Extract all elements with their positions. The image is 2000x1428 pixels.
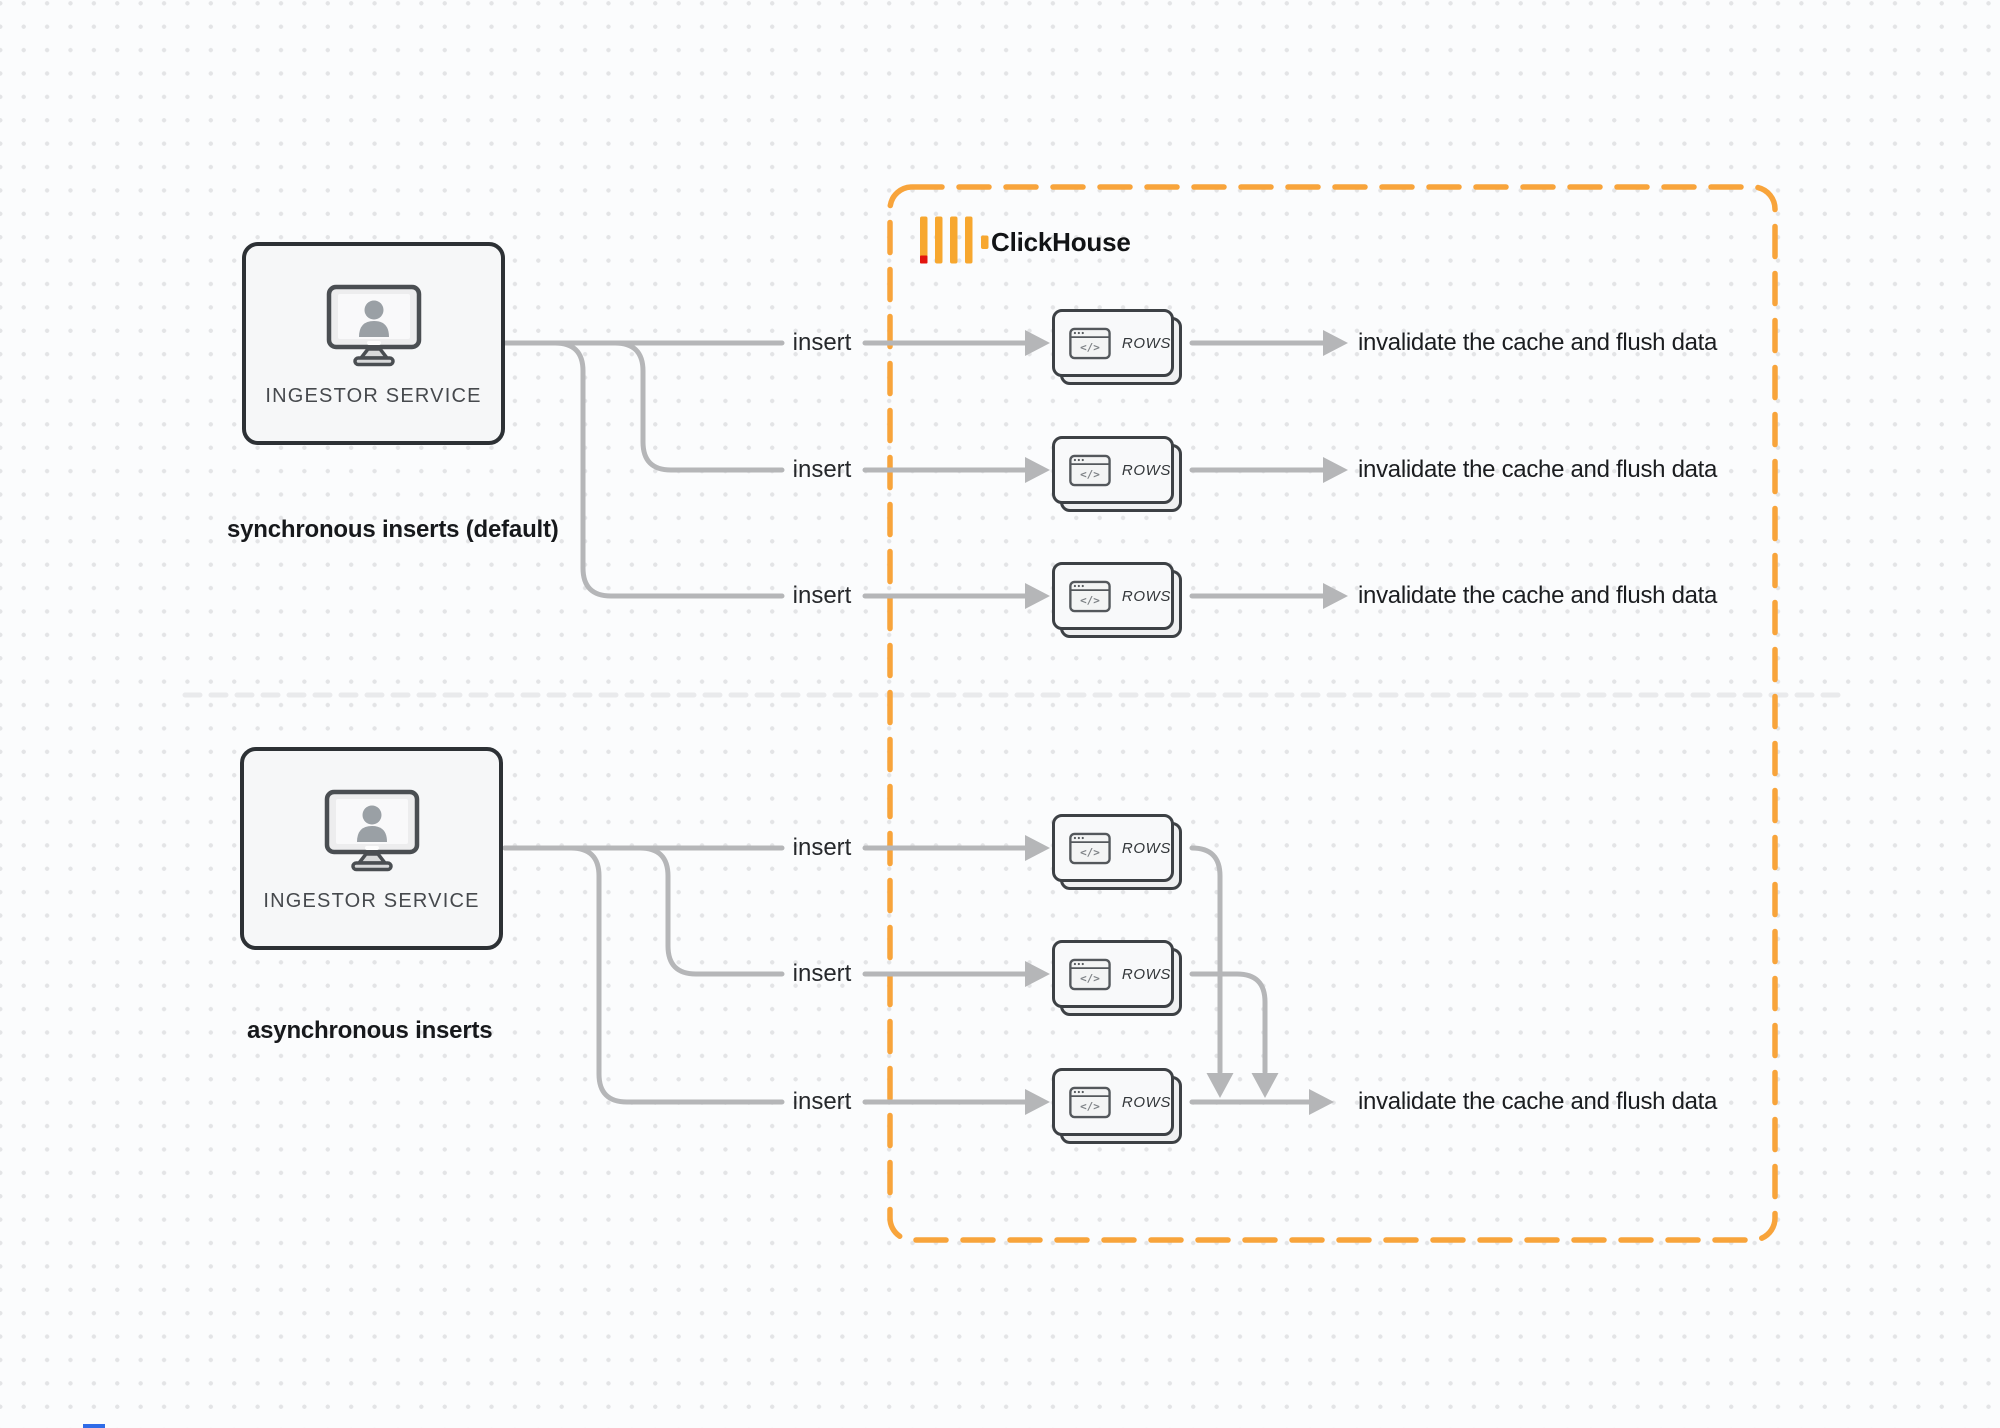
svg-text:</>: </> bbox=[1080, 341, 1100, 354]
clickhouse-bars-logo bbox=[920, 216, 990, 271]
insert-label: insert bbox=[792, 582, 852, 609]
rows-label: ROWS bbox=[1121, 1093, 1171, 1111]
arrowhead-sync-in2 bbox=[1025, 457, 1050, 483]
sync-wire-row3 bbox=[502, 340, 785, 599]
insert-label: insert bbox=[792, 1088, 852, 1115]
arrowhead-sync-out3 bbox=[1323, 583, 1348, 609]
code-window-icon: </> bbox=[1069, 1086, 1111, 1118]
bottom-edge-blue-fragment bbox=[83, 1424, 105, 1428]
rows-label: ROWS bbox=[1121, 587, 1171, 605]
rows-card: </> ROWS bbox=[1052, 436, 1182, 512]
card-front: </> ROWS bbox=[1052, 562, 1174, 630]
async-merge-wire2 bbox=[1189, 971, 1268, 1075]
code-window-icon: </> bbox=[1069, 454, 1111, 486]
arrowhead-async-in3 bbox=[1025, 1089, 1050, 1115]
async-wire-row2 bbox=[502, 845, 785, 977]
insert-label: insert bbox=[792, 456, 852, 483]
svg-text:</>: </> bbox=[1080, 468, 1100, 481]
code-window-icon: </> bbox=[1069, 958, 1111, 990]
async-section-label: asynchronous inserts bbox=[247, 1017, 493, 1044]
result-label: invalidate the cache and flush data bbox=[1358, 1088, 1718, 1115]
result-label: invalidate the cache and flush data bbox=[1358, 456, 1718, 483]
rows-label: ROWS bbox=[1121, 461, 1171, 479]
rows-card: </> ROWS bbox=[1052, 814, 1182, 890]
async-wire-row3 bbox=[502, 845, 785, 1105]
code-window-icon: </> bbox=[1069, 580, 1111, 612]
svg-text:</>: </> bbox=[1080, 1100, 1100, 1113]
sync-service-box: INGESTOR SERVICE bbox=[242, 242, 505, 445]
rows-card: </> ROWS bbox=[1052, 562, 1182, 638]
async-merge-wire1 bbox=[1189, 845, 1223, 1075]
sync-section-label: synchronous inserts (default) bbox=[227, 516, 559, 543]
card-front: </> ROWS bbox=[1052, 940, 1174, 1008]
result-label: invalidate the cache and flush data bbox=[1358, 582, 1718, 609]
rows-label: ROWS bbox=[1121, 839, 1171, 857]
card-front: </> ROWS bbox=[1052, 1068, 1174, 1136]
arrowhead-sync-in3 bbox=[1025, 583, 1050, 609]
arrowhead-async-out bbox=[1309, 1089, 1334, 1115]
arrowhead-async-in1 bbox=[1025, 835, 1050, 861]
async-service-box: INGESTOR SERVICE bbox=[240, 747, 503, 950]
insert-label: insert bbox=[792, 834, 852, 861]
arrowhead-async-merge1 bbox=[1206, 1073, 1234, 1098]
card-front: </> ROWS bbox=[1052, 814, 1174, 882]
svg-text:</>: </> bbox=[1080, 846, 1100, 859]
monitor-user-icon bbox=[324, 789, 419, 871]
clickhouse-boundary bbox=[887, 184, 1778, 1243]
rows-label: ROWS bbox=[1121, 334, 1171, 352]
code-window-icon: </> bbox=[1069, 832, 1111, 864]
rows-card: </> ROWS bbox=[1052, 1068, 1182, 1144]
insert-label: insert bbox=[792, 960, 852, 987]
service-label: INGESTOR SERVICE bbox=[265, 384, 482, 407]
arrowheads bbox=[1025, 330, 1348, 1115]
insert-label: insert bbox=[792, 329, 852, 356]
connector-wires bbox=[502, 340, 1327, 1105]
svg-text:</>: </> bbox=[1080, 594, 1100, 607]
arrowhead-async-merge2 bbox=[1251, 1073, 1279, 1098]
rows-card: </> ROWS bbox=[1052, 940, 1182, 1016]
arrowhead-sync-out1 bbox=[1323, 330, 1348, 356]
arrowhead-async-in2 bbox=[1025, 961, 1050, 987]
rows-card: </> ROWS bbox=[1052, 309, 1182, 385]
result-label: invalidate the cache and flush data bbox=[1358, 329, 1718, 356]
code-window-icon: </> bbox=[1069, 327, 1111, 359]
sync-wire-row2 bbox=[502, 340, 785, 473]
clickhouse-name: ClickHouse bbox=[991, 227, 1131, 257]
service-label: INGESTOR SERVICE bbox=[263, 889, 480, 912]
rows-label: ROWS bbox=[1121, 965, 1171, 983]
card-front: </> ROWS bbox=[1052, 436, 1174, 504]
svg-text:</>: </> bbox=[1080, 972, 1100, 985]
card-front: </> ROWS bbox=[1052, 309, 1174, 377]
arrowhead-sync-in1 bbox=[1025, 330, 1050, 356]
arrowhead-sync-out2 bbox=[1323, 457, 1348, 483]
monitor-user-icon bbox=[326, 284, 421, 366]
